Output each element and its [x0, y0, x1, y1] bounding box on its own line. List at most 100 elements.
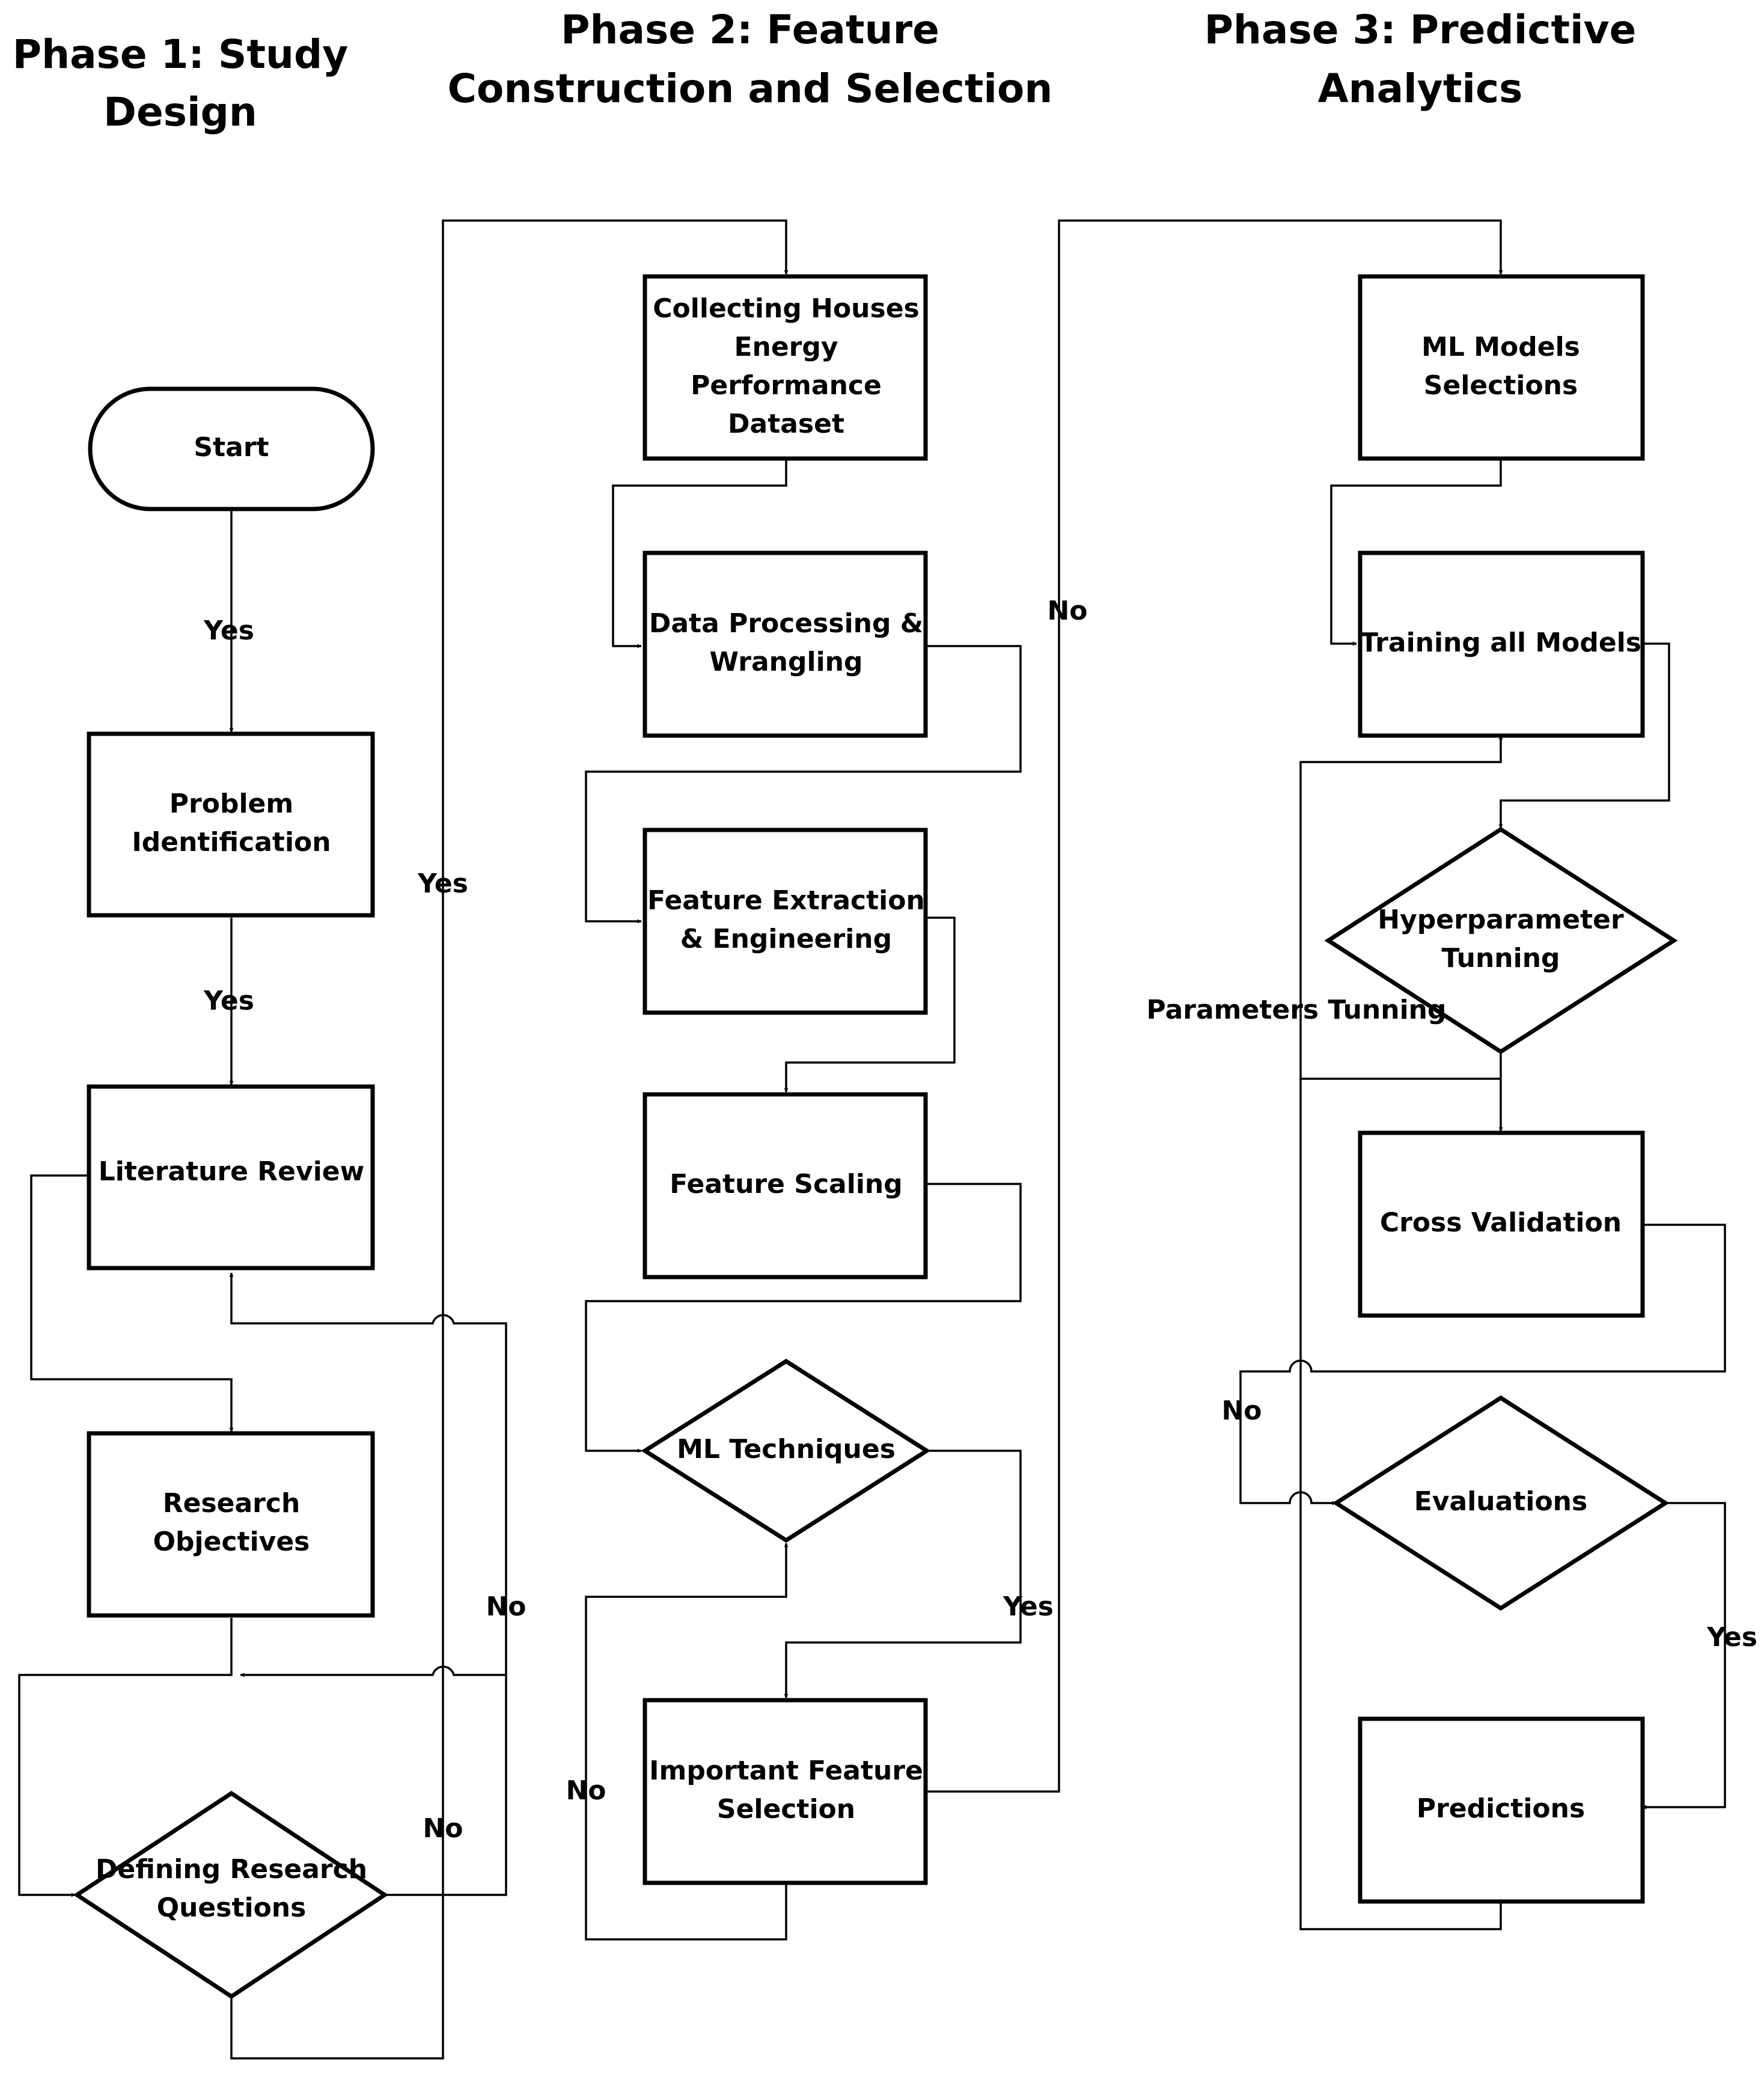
start-terminal	[88, 386, 375, 511]
hyperparameter-tunning-label-line: Tunning	[1441, 943, 1560, 974]
edge-objectives-questions	[18, 1618, 233, 1897]
cross-validation-label: Cross Validation	[1380, 1207, 1622, 1238]
edge-predictions-loop	[1299, 1079, 1502, 1930]
edge-collecting-processing	[612, 459, 787, 648]
collecting-dataset-label-line: Energy	[734, 332, 838, 362]
data-processing-box	[642, 550, 928, 738]
feature-extraction-label: Feature Extraction & Engineering	[647, 885, 925, 954]
cross-validation-box	[1358, 1130, 1645, 1318]
phase-3-title-line: Phase 3: Predictive	[1204, 7, 1637, 53]
phase-1-title-line: Phase 1: Study	[13, 31, 349, 78]
problem-identification-label-line: Identification	[132, 827, 331, 858]
important-feature-selection-box	[642, 1698, 928, 1885]
edge-extraction-scaling	[784, 916, 956, 1093]
edge-questions-collecting-yes	[230, 219, 789, 2060]
edge-important-mltech-no	[585, 1543, 789, 1941]
edge-label-questions-no-loop: No	[486, 1591, 526, 1622]
edge-important-mlmodels-no	[926, 219, 1503, 1793]
edge-label-eval-no: No	[1221, 1395, 1262, 1426]
edge-processing-extraction	[585, 645, 1022, 924]
defining-research-questions-label-line: Questions	[157, 1892, 307, 1923]
training-models-box	[1358, 550, 1645, 738]
training-models-label: Training all Models	[1360, 627, 1641, 658]
predictions-label: Predictions	[1417, 1793, 1585, 1824]
literature-review-label: Literature Review	[99, 1156, 365, 1187]
ml-models-selections-label-line: Selections	[1424, 370, 1578, 401]
ml-techniques-label-line: ML Techniques	[677, 1434, 896, 1465]
literature-review-box	[87, 1084, 375, 1270]
edge-questions-literature-no	[240, 1665, 507, 1896]
ml-techniques-label: ML Techniques	[677, 1434, 896, 1465]
collecting-dataset-box	[642, 274, 928, 461]
hyperparameter-tunning-decision	[1324, 826, 1678, 1055]
edge-label-parameters-tunning: Parameters Tunning	[1147, 995, 1447, 1025]
phase-3-title-line: Analytics	[1318, 66, 1523, 112]
important-feature-selection-label-line: Selection	[717, 1794, 855, 1825]
start-label-line: Start	[194, 432, 269, 463]
problem-identification-box	[87, 731, 375, 918]
edge-label-questions-yes: Yes	[417, 868, 468, 899]
feature-extraction-label-line: Feature Extraction	[647, 885, 925, 916]
edge-label-questions-no: No	[423, 1813, 463, 1844]
data-processing-label: Data Processing & Wrangling	[649, 608, 923, 677]
feature-scaling-label: Feature Scaling	[670, 1169, 902, 1200]
edge-evaluations-predictions-yes	[1642, 1502, 1726, 1810]
edge-label-tech-no: No	[566, 1775, 606, 1806]
ml-models-selections-label-line: ML Models	[1421, 332, 1580, 362]
feature-scaling-label-line: Feature Scaling	[670, 1169, 902, 1200]
edge-label-phase-no: No	[1047, 596, 1087, 626]
ml-models-selections-box	[1358, 274, 1645, 461]
literature-review-label-line: Literature Review	[99, 1156, 365, 1187]
research-objectives-box	[87, 1431, 375, 1618]
collecting-dataset-label-line: Performance	[691, 370, 882, 401]
feature-scaling-box	[642, 1092, 928, 1279]
data-processing-label-line: Wrangling	[710, 647, 863, 677]
edge-mltech-important-yes	[784, 1450, 1022, 1698]
problem-identification-label-line: Problem	[169, 788, 293, 819]
important-feature-selection-label-line: Important Feature	[649, 1755, 923, 1786]
collecting-dataset-label-line: Dataset	[728, 409, 844, 439]
evaluations-decision	[1332, 1395, 1670, 1611]
defining-research-questions-label-line: Defining Research	[96, 1854, 367, 1885]
predictions-box	[1358, 1716, 1645, 1904]
evaluations-label: Evaluations	[1414, 1486, 1587, 1517]
edge-training-hyper	[1498, 642, 1670, 829]
ml-techniques-decision	[641, 1358, 931, 1543]
data-processing-label-line: Data Processing &	[649, 608, 923, 639]
feature-extraction-label-line: & Engineering	[680, 924, 892, 954]
research-objectives-label-line: Objectives	[153, 1526, 310, 1557]
training-models-label-line: Training all Models	[1360, 627, 1641, 658]
defining-research-questions-decision	[73, 1790, 389, 1999]
phase-2-title-line: Phase 2: Feature	[561, 7, 939, 53]
hyperparameter-tunning-label-line: Hyperparameter	[1378, 904, 1624, 935]
start-label: Start	[194, 432, 269, 463]
evaluations-label-line: Evaluations	[1414, 1486, 1587, 1517]
edge-cross-evaluations	[1239, 1224, 1726, 1505]
edge-parameters-tunning	[1299, 735, 1503, 1080]
edge-label-problem-yes: Yes	[203, 986, 254, 1016]
edge-label-eval-yes: Yes	[1706, 1622, 1757, 1653]
edge-literature-objectives	[30, 1174, 234, 1432]
research-objectives-label-line: Research	[163, 1488, 301, 1519]
collecting-dataset-label-line: Collecting Houses	[653, 293, 919, 324]
feature-extraction-box	[642, 828, 928, 1015]
edge-label-start-yes: Yes	[203, 615, 254, 646]
edge-scaling-mltech	[585, 1183, 1022, 1453]
predictions-label-line: Predictions	[1417, 1793, 1585, 1824]
cross-validation-label-line: Cross Validation	[1380, 1207, 1622, 1238]
edge-mlmodels-training	[1330, 459, 1502, 646]
phase-2-title-line: Construction and Selection	[448, 66, 1053, 112]
edge-label-tech-yes: Yes	[1003, 1591, 1054, 1622]
phase-1-title-line: Design	[103, 89, 257, 135]
